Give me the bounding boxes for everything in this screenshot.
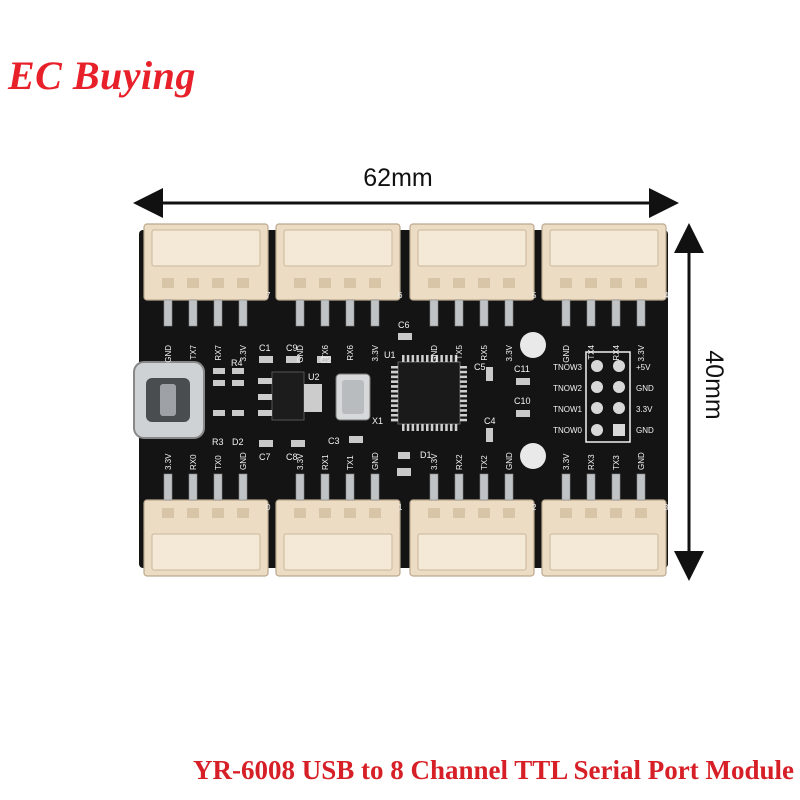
- component-label: U2: [308, 372, 320, 382]
- jst-connector: [275, 223, 401, 327]
- pin-label: RX0: [189, 454, 198, 470]
- header-label: TNOW0: [553, 426, 582, 435]
- pin-label: GND: [505, 452, 514, 470]
- pin-label: RX7: [214, 344, 223, 360]
- channel-number: 4: [664, 291, 669, 300]
- jst-connector: [275, 473, 401, 577]
- component-label: C1: [259, 343, 271, 353]
- mounting-hole: [520, 443, 546, 469]
- header-label: TNOW1: [553, 405, 582, 414]
- pin-label: 3.3V: [164, 453, 173, 470]
- channel-number: 1: [398, 503, 403, 512]
- smd-components: [213, 333, 530, 476]
- pin-label: TX1: [346, 455, 355, 470]
- channel-number: 6: [398, 291, 403, 300]
- jst-connector: [541, 473, 667, 577]
- pin-label: TX0: [214, 455, 223, 470]
- pin-label: 3.3V: [562, 453, 571, 470]
- component-label: R3: [212, 437, 224, 447]
- pin-label: RX3: [587, 454, 596, 470]
- component-label: C4: [484, 416, 496, 426]
- width-dimension-label: 62mm: [363, 164, 432, 192]
- pin-label: GND: [371, 452, 380, 470]
- pin-label: RX2: [455, 454, 464, 470]
- pin-label: GND: [239, 452, 248, 470]
- pin-label: GND: [637, 452, 646, 470]
- channel-number: 5: [532, 291, 537, 300]
- pin-label: GND: [164, 345, 173, 363]
- pin-label: TX4: [587, 344, 596, 359]
- component-label: D1: [420, 450, 432, 460]
- brand-logo-text: EC Buying: [8, 53, 196, 98]
- component-label: C2: [320, 355, 332, 365]
- product-caption: YR-6008 USB to 8 Channel TTL Serial Port…: [192, 755, 794, 785]
- main-ic-chip: [391, 355, 467, 431]
- jst-connector: [143, 223, 269, 327]
- pin-header: [585, 351, 631, 443]
- channel-number: 2: [532, 503, 537, 512]
- component-label: C10: [514, 396, 531, 406]
- jst-connector: [143, 473, 269, 577]
- component-label: C3: [328, 436, 340, 446]
- pin-label: RX4: [612, 344, 621, 360]
- channel-number: 0: [266, 503, 271, 512]
- component-label: C9: [286, 343, 298, 353]
- pin-label: TX5: [455, 344, 464, 359]
- component-label: R4: [231, 358, 243, 368]
- component-label: C5: [474, 362, 486, 372]
- voltage-regulator: [258, 371, 322, 421]
- jst-connector: [541, 223, 667, 327]
- channel-number: 3: [664, 503, 669, 512]
- pin-label: TX7: [189, 344, 198, 359]
- component-label: C7: [259, 452, 271, 462]
- jst-connector: [409, 473, 535, 577]
- crystal-oscillator: [335, 373, 371, 421]
- pin-label: GND: [562, 345, 571, 363]
- pin-label: 3.3V: [371, 344, 380, 361]
- pin-label: 3.3V: [296, 453, 305, 470]
- pin-label: RX1: [321, 454, 330, 470]
- usb-c-port: [133, 361, 205, 439]
- component-label: C6: [398, 320, 410, 330]
- pin-label: 3.3V: [505, 344, 514, 361]
- component-label: D2: [232, 437, 244, 447]
- pin-label: GND: [430, 345, 439, 363]
- component-label: U1: [384, 350, 396, 360]
- pin-label: TX6: [321, 344, 330, 359]
- pin-label: 3.3V: [430, 453, 439, 470]
- pin-label: GND: [296, 345, 305, 363]
- header-label: +5V: [636, 363, 651, 372]
- header-label: TNOW3: [553, 363, 582, 372]
- component-label: X1: [372, 416, 383, 426]
- header-label: GND: [636, 426, 654, 435]
- height-dimension-label: 40mm: [700, 350, 728, 419]
- pin-label: 3.3V: [637, 344, 646, 361]
- jst-connector: [409, 223, 535, 327]
- pin-label: TX2: [480, 455, 489, 470]
- pin-label: TX3: [612, 455, 621, 470]
- component-label: C8: [286, 452, 298, 462]
- pin-label: RX5: [480, 344, 489, 360]
- pin-label: RX6: [346, 344, 355, 360]
- component-label: C11: [514, 364, 530, 374]
- header-label: 3.3V: [636, 405, 653, 414]
- pin-label: 3.3V: [239, 344, 248, 361]
- channel-number: 7: [266, 291, 271, 300]
- header-label: TNOW2: [553, 384, 582, 393]
- mounting-hole: [520, 332, 546, 358]
- header-label: GND: [636, 384, 654, 393]
